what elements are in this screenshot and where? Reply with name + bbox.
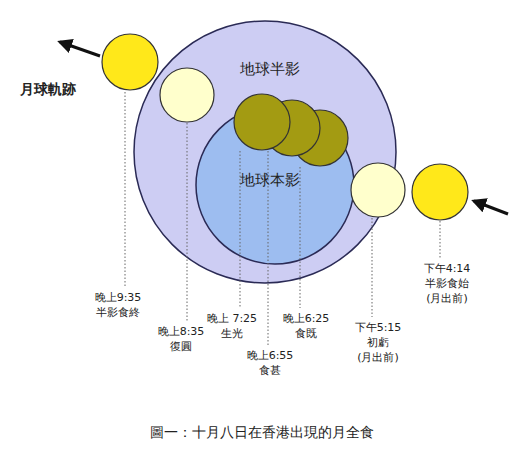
leader-line	[187, 123, 188, 321]
time-label: 下午4:14 半影食始 (月出前)	[424, 262, 471, 307]
leader-line	[300, 167, 301, 308]
moon-full	[412, 164, 468, 220]
time-label: 晚上9:35 半影食終	[95, 291, 142, 321]
time-label: 晚上 7:25 生光	[201, 312, 263, 342]
time-label: 下午5:15 初虧 (月出前)	[355, 321, 402, 366]
region-label: 地球半影	[240, 60, 300, 79]
orbit-arrow	[60, 42, 100, 56]
leader-line	[372, 218, 373, 317]
penumbra-circle: 地球半影地球本影	[133, 20, 397, 284]
penumbra-circle-shape	[134, 21, 396, 283]
orbit-arrow	[474, 201, 508, 214]
time-label: 晚上6:55 食甚	[247, 349, 294, 379]
time-label: 晚上6:25 食既	[283, 312, 330, 342]
region-label: 地球本影	[240, 171, 300, 190]
umbra-circle-shape	[196, 106, 354, 264]
leader-line	[440, 221, 441, 258]
moon-penumbral	[160, 68, 214, 122]
figure-caption: 圖一：十月八日在香港出現的月全食	[150, 423, 374, 442]
moon-penumbral	[351, 163, 405, 217]
leader-line	[125, 92, 126, 287]
leader-line	[268, 151, 269, 345]
moon-eclipsed	[292, 110, 348, 166]
umbra-circle: 地球本影	[195, 105, 355, 265]
moon-eclipsed	[234, 94, 290, 150]
leader-line	[240, 151, 241, 308]
moon-eclipsed	[264, 100, 320, 156]
time-label: 晚上8:35 復圓	[158, 325, 205, 355]
moon-full	[102, 34, 158, 90]
trajectory-label: 月球軌跡	[20, 80, 76, 99]
